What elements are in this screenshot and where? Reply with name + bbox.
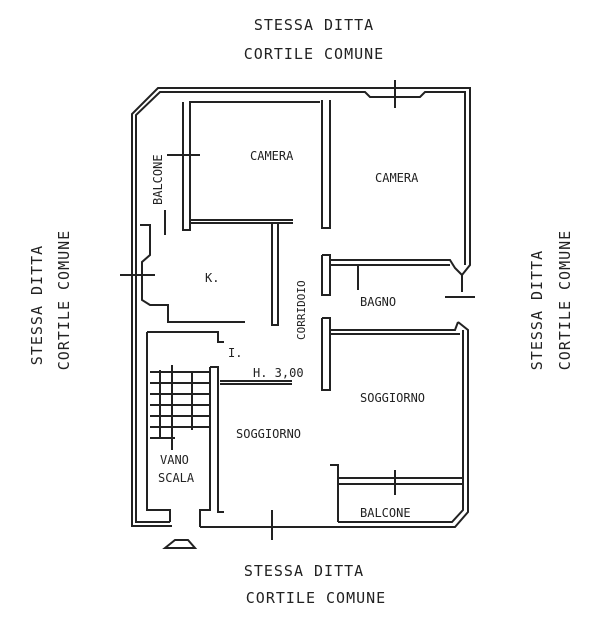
kitchen-wall bbox=[271, 222, 279, 326]
room-label-vano: VANO bbox=[160, 453, 189, 467]
bagno-wall bbox=[330, 259, 463, 276]
outer-wall bbox=[180, 91, 466, 265]
camera-wall bbox=[321, 100, 331, 229]
outer-wall bbox=[180, 87, 471, 292]
outer-wall bbox=[338, 330, 464, 523]
room-label-soggiorno-2: SOGGIORNO bbox=[360, 391, 425, 405]
bottom-label-line1: STESSA DITTA bbox=[243, 562, 365, 580]
room-label-soggiorno-1: SOGGIORNO bbox=[236, 427, 301, 441]
room-height: H. 3,00 bbox=[253, 366, 304, 380]
camera-wall bbox=[182, 101, 320, 231]
outer-wall bbox=[200, 321, 469, 528]
stair-wall bbox=[210, 366, 224, 513]
entrance-icon bbox=[162, 539, 198, 549]
room-label-corridoio: CORRIDOIO bbox=[295, 280, 308, 340]
room-label-kitchen: K. bbox=[205, 271, 219, 285]
stair-wall bbox=[146, 332, 171, 522]
walls bbox=[120, 80, 475, 549]
stair-wall bbox=[199, 367, 211, 522]
soggiorno-wall bbox=[330, 464, 339, 522]
bagno-wall bbox=[330, 321, 459, 331]
outer-wall bbox=[131, 87, 180, 527]
kitchen-wall bbox=[140, 224, 245, 323]
room-label-ingresso: I. bbox=[228, 346, 242, 360]
top-label-line1: STESSA DITTA bbox=[253, 16, 375, 34]
room-label-bagno: BAGNO bbox=[360, 295, 396, 309]
bagno-wall bbox=[321, 254, 331, 296]
room-label-balcone-1: BALCONE bbox=[151, 154, 165, 205]
room-label-balcone-2: BALCONE bbox=[360, 506, 411, 520]
room-label-camera-1: CAMERA bbox=[250, 149, 294, 163]
top-label-line2: CORTILE COMUNE bbox=[243, 45, 385, 63]
corridor-wall bbox=[321, 317, 331, 391]
room-label-camera-2: CAMERA bbox=[375, 171, 419, 185]
outer-wall bbox=[135, 91, 180, 523]
stair-wall bbox=[147, 331, 224, 343]
room-label-scala: SCALA bbox=[158, 471, 195, 485]
bottom-label-line2: CORTILE COMUNE bbox=[245, 589, 387, 607]
